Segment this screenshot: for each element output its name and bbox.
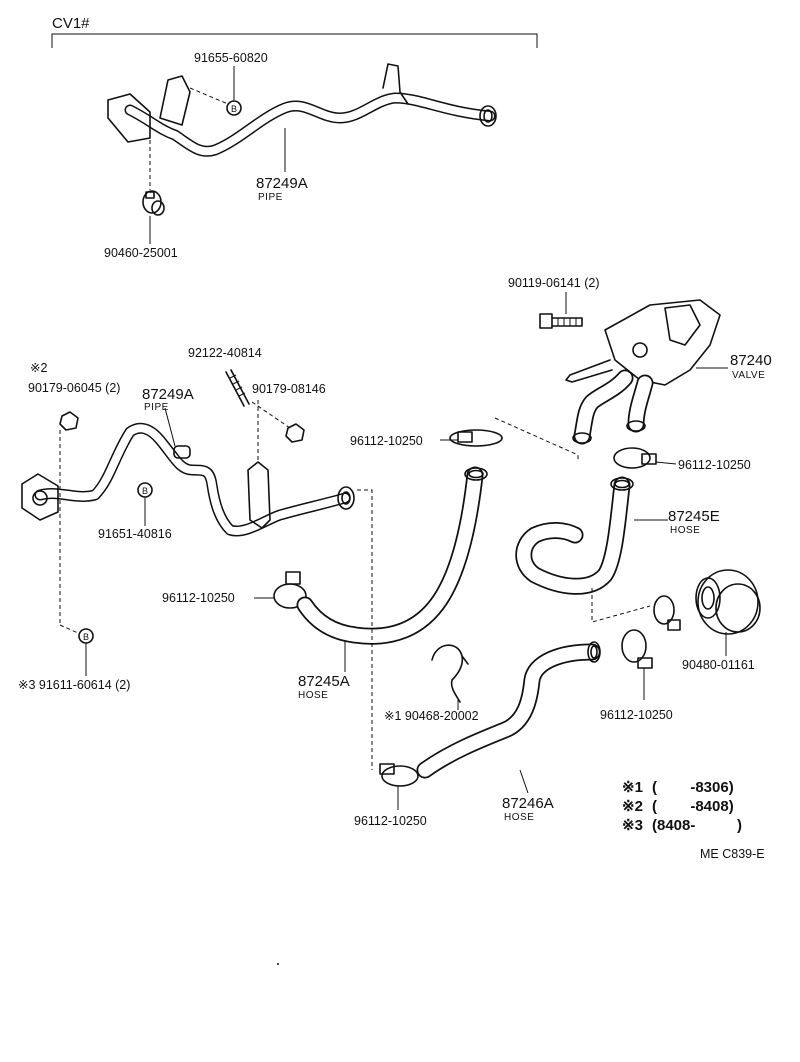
callout-90468-20002[interactable]: ※1 90468-20002	[384, 709, 479, 723]
callout-87245E[interactable]: 87245E	[668, 508, 720, 525]
legend-range-3: (8408- )	[652, 817, 742, 834]
clamp-96112-left[interactable]	[273, 571, 307, 609]
legend-mark-1: ※1	[622, 779, 643, 796]
nut-90179-08146[interactable]	[285, 423, 305, 443]
callout-87249A-top[interactable]: 87249A	[256, 175, 308, 192]
callout-90460-25001[interactable]: 90460-25001	[104, 246, 178, 260]
callout-96112-a[interactable]: 96112-10250	[350, 434, 423, 448]
label-hose-246: HOSE	[504, 812, 534, 823]
group-label: CV1#	[52, 15, 90, 32]
callout-87240[interactable]: 87240	[730, 352, 772, 369]
hose-87246A[interactable]	[416, 641, 601, 779]
svg-text:B: B	[231, 104, 237, 114]
valve-87240[interactable]	[565, 299, 721, 445]
dash-leader	[357, 489, 373, 770]
legend-range-1: ( -8306)	[652, 779, 734, 796]
hose-87245E[interactable]	[515, 476, 634, 595]
svg-text:B: B	[142, 486, 148, 496]
leader-line	[655, 461, 677, 465]
clamp-96112-upper[interactable]	[449, 429, 503, 447]
callout-87245A[interactable]: 87245A	[298, 673, 350, 690]
dash-leader	[494, 417, 579, 460]
callout-91611-60614[interactable]: ※3 91611-60614 (2)	[18, 678, 130, 692]
dash-leader	[591, 588, 651, 623]
stud-92122[interactable]	[225, 369, 250, 407]
leader-line	[519, 769, 529, 794]
callout-90179-06045[interactable]: 90179-06045 (2)	[28, 381, 120, 395]
label-pipe-top: PIPE	[258, 192, 283, 203]
legend: ※1 ( -8306) ※2 ( -8408) ※3 (8408- )	[622, 779, 742, 834]
callout-91651-40816[interactable]: 91651-40816	[98, 527, 172, 541]
clamp-96112-right-upper[interactable]	[653, 595, 681, 631]
bolt-b-marker-lower[interactable]: B	[78, 628, 94, 644]
callout-90119-06141[interactable]: 90119-06141 (2)	[508, 276, 600, 290]
label-valve: VALVE	[732, 370, 765, 381]
clamp-96112-valve[interactable]	[613, 447, 657, 469]
callout-96112-d[interactable]: 96112-10250	[600, 708, 673, 722]
callout-92122-40814[interactable]: 92122-40814	[188, 346, 262, 360]
callout-96112-e[interactable]: 96112-10250	[354, 814, 427, 828]
bolt-b-marker-top[interactable]: B	[226, 100, 242, 116]
clamp-96112-bottom[interactable]	[379, 763, 419, 787]
callout-87246A[interactable]: 87246A	[502, 795, 554, 812]
pipe-87249A-top[interactable]	[107, 63, 497, 157]
nut-90179-06045[interactable]	[59, 411, 79, 431]
diagram-code: ME C839-E	[700, 847, 765, 861]
label-hose-a: HOSE	[298, 690, 328, 701]
callout-96112-c[interactable]: 96112-10250	[162, 591, 235, 605]
legend-mark-2: ※2	[622, 798, 643, 815]
bolt-b-marker-mid[interactable]: B	[137, 482, 153, 498]
bolt-90119[interactable]	[539, 313, 583, 329]
legend-range-2: ( -8408)	[652, 798, 734, 815]
callout-90480-01161[interactable]: 90480-01161	[682, 658, 755, 672]
stray-dot	[277, 963, 279, 965]
dash-leader	[59, 624, 79, 634]
hose-87245A[interactable]	[296, 466, 488, 645]
leader-line	[164, 407, 176, 447]
callout-91655-60820[interactable]: 91655-60820	[194, 51, 268, 65]
legend-mark-3: ※3	[622, 817, 643, 834]
dash-leader	[189, 87, 229, 105]
pipe-87249A-middle[interactable]	[21, 422, 355, 537]
clip-90468[interactable]	[431, 644, 469, 703]
label-pipe-middle: PIPE	[144, 402, 169, 413]
svg-text:B: B	[83, 632, 89, 642]
grommet-90480[interactable]	[695, 569, 761, 635]
callout-90179-08146[interactable]: 90179-08146	[252, 382, 326, 396]
label-hose-e: HOSE	[670, 525, 700, 536]
dash-leader	[251, 401, 291, 429]
callout-87249A-middle[interactable]: 87249A	[142, 386, 194, 403]
clamp-90460[interactable]	[142, 190, 165, 216]
callout-96112-b[interactable]: 96112-10250	[678, 458, 751, 472]
mark-2-label: ※2	[30, 361, 47, 375]
group-bracket	[51, 33, 538, 48]
clamp-96112-right-lower[interactable]	[621, 629, 653, 669]
